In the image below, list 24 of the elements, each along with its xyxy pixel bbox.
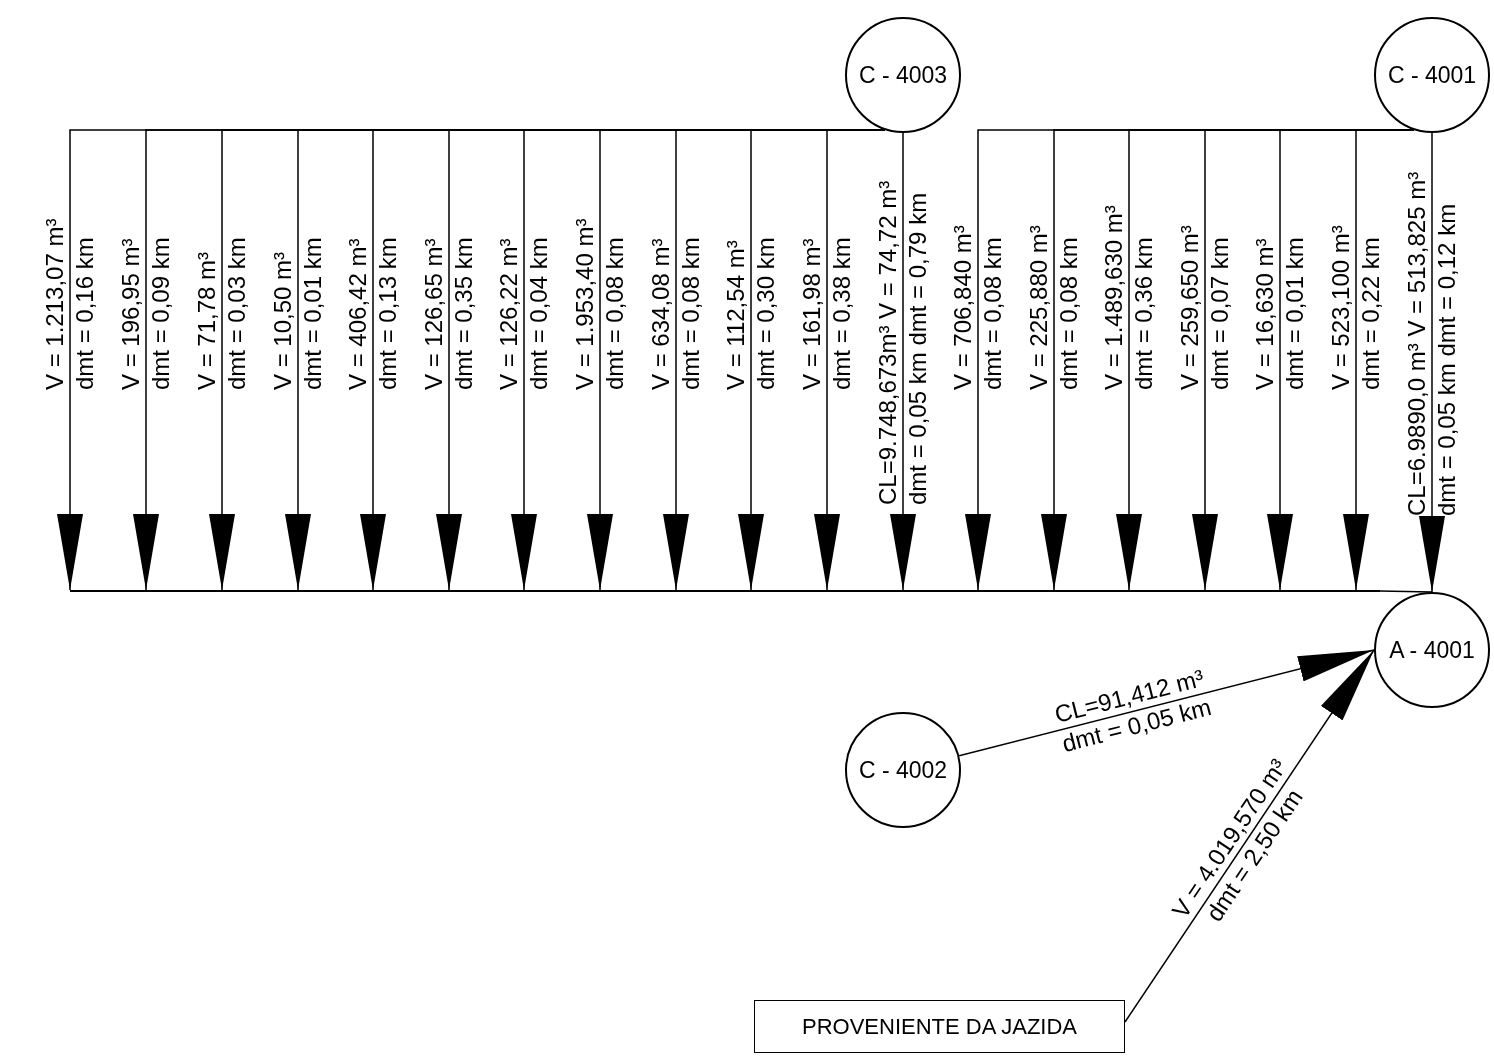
- edge-label: V = 71,78 m³ dmt = 0,03 km: [192, 237, 251, 390]
- edge-label: V = 112,54 m³ dmt = 0,30 km: [721, 237, 780, 390]
- edge-label: V = 225,880 m³ dmt = 0,08 km: [1024, 225, 1083, 390]
- edge-label: V = 196,95 m³ dmt = 0,09 km: [116, 237, 175, 390]
- edge-label: V = 259,650 m³ dmt = 0,07 km: [1175, 225, 1234, 390]
- connector-line: [1379, 590, 1433, 593]
- edge-label: V = 634,08 m³ dmt = 0,08 km: [646, 237, 705, 390]
- edge-label: V = 406,42 m³ dmt = 0,13 km: [343, 237, 402, 390]
- edge-label: V = 1.489,630 m³ dmt = 0,36 km: [1099, 205, 1158, 390]
- edge-label: V = 523,100 m³ dmt = 0,22 km: [1326, 225, 1385, 390]
- edge-label: V = 161,98 m³ dmt = 0,38 km: [797, 237, 856, 390]
- edge-label: V = 126,65 m³ dmt = 0,35 km: [419, 237, 478, 390]
- edge-label: V = 10,50 m³ dmt = 0,01 km: [268, 237, 327, 390]
- edge-label: CL=9.748,673m³ V = 74,72 m³ dmt = 0,05 km dmt = 0,79 km: [873, 180, 932, 505]
- edge-label: V = 126,22 m³ dmt = 0,04 km: [494, 237, 553, 390]
- edge-label: V = 16,630 m³ dmt = 0,01 km: [1250, 237, 1309, 390]
- arrow: [890, 132, 916, 591]
- collector-line: [70, 590, 1380, 592]
- edge-label: V = 1.953,40 m³ dmt = 0,08 km: [570, 218, 629, 390]
- edge-label: V = 706,840 m³ dmt = 0,08 km: [948, 225, 1007, 390]
- edge-label: V = 1.213,07 m³ dmt = 0,16 km: [40, 218, 99, 390]
- arrow: [1419, 132, 1445, 593]
- source-box: PROVENIENTE DA JAZIDA: [754, 1000, 1125, 1053]
- arrow: [1124, 649, 1375, 1023]
